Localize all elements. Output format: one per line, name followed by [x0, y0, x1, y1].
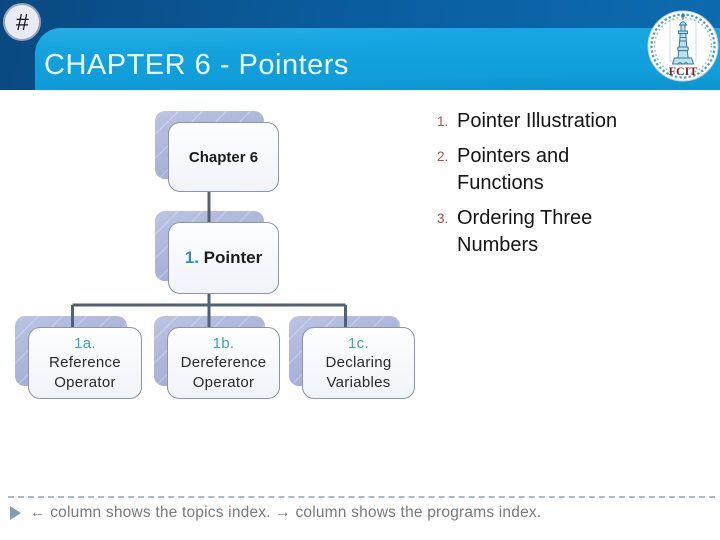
node-number: 1b.: [212, 334, 235, 352]
node-number: 1.: [184, 248, 199, 267]
footer-note-text: ← column shows the topics index. → colum…: [30, 504, 542, 521]
chart-node-declaring-variables: 1c. Declaring Variables: [302, 327, 415, 399]
node-label: Reference Operator: [49, 354, 121, 391]
node-label: Pointer: [203, 248, 263, 267]
footer-divider: [8, 496, 715, 498]
node-number: 1c.: [348, 334, 369, 352]
chart-node-root: Chapter 6: [168, 122, 279, 192]
slide-number-badge: #: [3, 3, 41, 41]
list-item-number: 2.: [437, 148, 449, 164]
header-band: [35, 28, 720, 90]
chart-node-dereference-operator: 1b. Dereference Operator: [167, 327, 280, 399]
list-item-label: Ordering Three Numbers: [457, 206, 593, 257]
connector-lines: [71, 190, 347, 328]
list-item: 3. Ordering Three Numbers: [437, 205, 672, 260]
list-item: 1. Pointer Illustration: [437, 108, 672, 136]
page-title: CHAPTER 6 - Pointers: [44, 49, 349, 81]
list-item: 2. Pointers and Functions: [437, 143, 672, 198]
list-item-label: Pointers and Functions: [457, 144, 570, 195]
bullet-triangle-icon: [10, 506, 21, 520]
logo-text: FCIT: [669, 64, 698, 78]
footer-note: ← column shows the topics index. → colum…: [10, 504, 714, 522]
node-label: Declaring Variables: [325, 354, 392, 391]
node-label: Dereference Operator: [180, 354, 267, 391]
slide-header: CHAPTER 6 - Pointers #: [0, 0, 720, 90]
list-item-label: Pointer Illustration: [457, 110, 618, 132]
node-number: 1a.: [74, 334, 96, 352]
node-label: Chapter 6: [188, 148, 259, 166]
list-item-number: 3.: [437, 210, 449, 226]
fcit-logo: FCIT: [647, 6, 719, 86]
chart-node-reference-operator: 1a. Reference Operator: [28, 327, 142, 399]
topics-list: 1. Pointer Illustration 2. Pointers and …: [437, 108, 672, 267]
org-chart: Chapter 6 1. Pointer 1a. Reference Operat…: [0, 90, 440, 420]
list-item-number: 1.: [437, 114, 449, 129]
chart-node-pointer: 1. Pointer: [168, 222, 279, 294]
